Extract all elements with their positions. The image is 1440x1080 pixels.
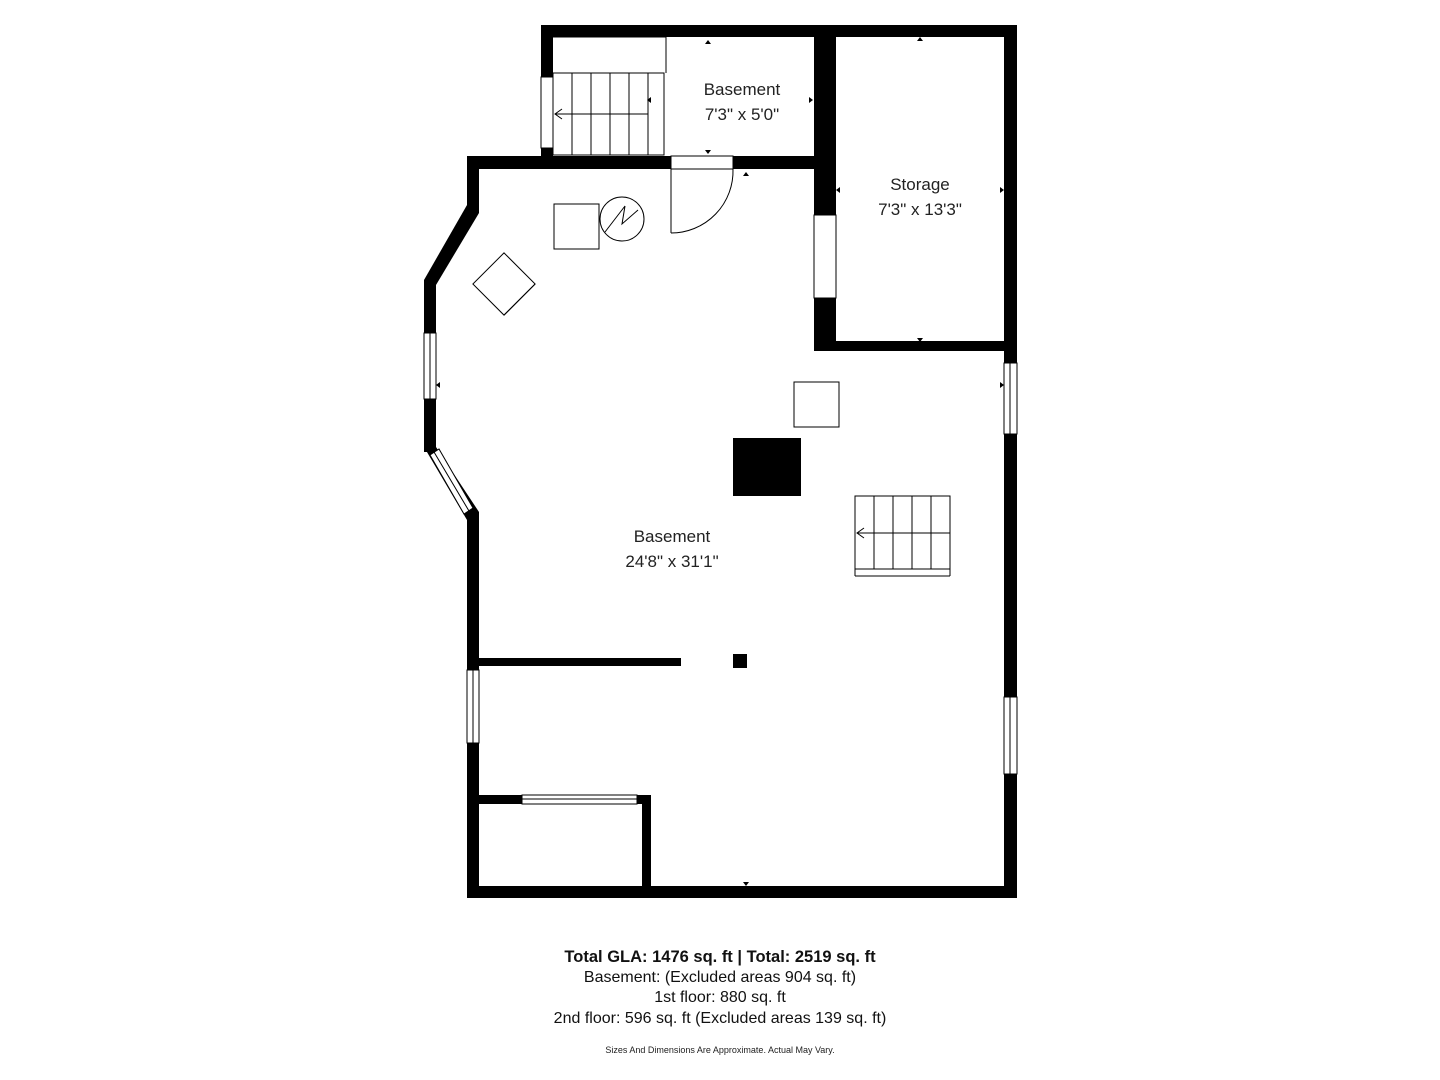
total-area-line: Total GLA: 1476 sq. ft | Total: 2519 sq.…: [564, 948, 876, 966]
wall-storage-left-lower: [814, 298, 836, 350]
second-floor-area-line: 2nd floor: 596 sq. ft (Excluded areas 13…: [553, 1009, 887, 1027]
stairs-upper: [552, 36, 667, 156]
wall-left-upper: [467, 158, 479, 213]
wall-right: [1004, 25, 1017, 898]
disclaimer: Sizes And Dimensions Are Approximate. Ac…: [605, 1045, 835, 1055]
wall-small-left: [541, 25, 553, 77]
room-labels: Basement 7'3" x 5'0" Storage 7'3" x 13'3…: [625, 80, 962, 571]
opening-small-left: [540, 76, 554, 149]
room-storage-name: Storage: [890, 175, 950, 194]
wall-storage-bottom: [814, 341, 1017, 351]
partition: [479, 658, 681, 666]
stairs-main: [854, 495, 951, 577]
opening-storage: [813, 214, 837, 299]
room-small-basement-dims: 7'3" x 5'0": [705, 105, 779, 124]
wall-top: [541, 25, 1017, 37]
fixtures: [472, 196, 840, 428]
post: [733, 654, 747, 668]
closet-top-left: [479, 795, 522, 804]
wall-small-left-lower: [541, 148, 553, 169]
water-heater: [599, 196, 645, 242]
windows: [423, 76, 1018, 805]
room-small-basement-name: Basement: [704, 80, 781, 99]
room-main-basement-name: Basement: [634, 527, 711, 546]
dimension-markers: [436, 37, 1004, 886]
area-summary: Total GLA: 1476 sq. ft | Total: 2519 sq.…: [0, 947, 1440, 1029]
sink: [793, 381, 840, 428]
wall-main-top: [467, 156, 827, 169]
dryer: [472, 252, 536, 316]
washer: [553, 203, 600, 250]
room-storage-dims: 7'3" x 13'3": [878, 200, 962, 219]
room-main-basement-dims: 24'8" x 31'1": [625, 552, 718, 571]
first-floor-area-line: 1st floor: 880 sq. ft: [654, 989, 786, 1006]
wall-angle-upper: [424, 205, 479, 285]
basement-area-line: Basement: (Excluded areas 904 sq. ft): [583, 968, 857, 986]
chimney: [733, 438, 801, 496]
door-gap-top: [670, 155, 734, 170]
door-swing: [670, 168, 734, 234]
closet-right: [642, 795, 651, 895]
wall-bottom: [467, 886, 1017, 898]
wall-storage-left: [814, 25, 836, 215]
